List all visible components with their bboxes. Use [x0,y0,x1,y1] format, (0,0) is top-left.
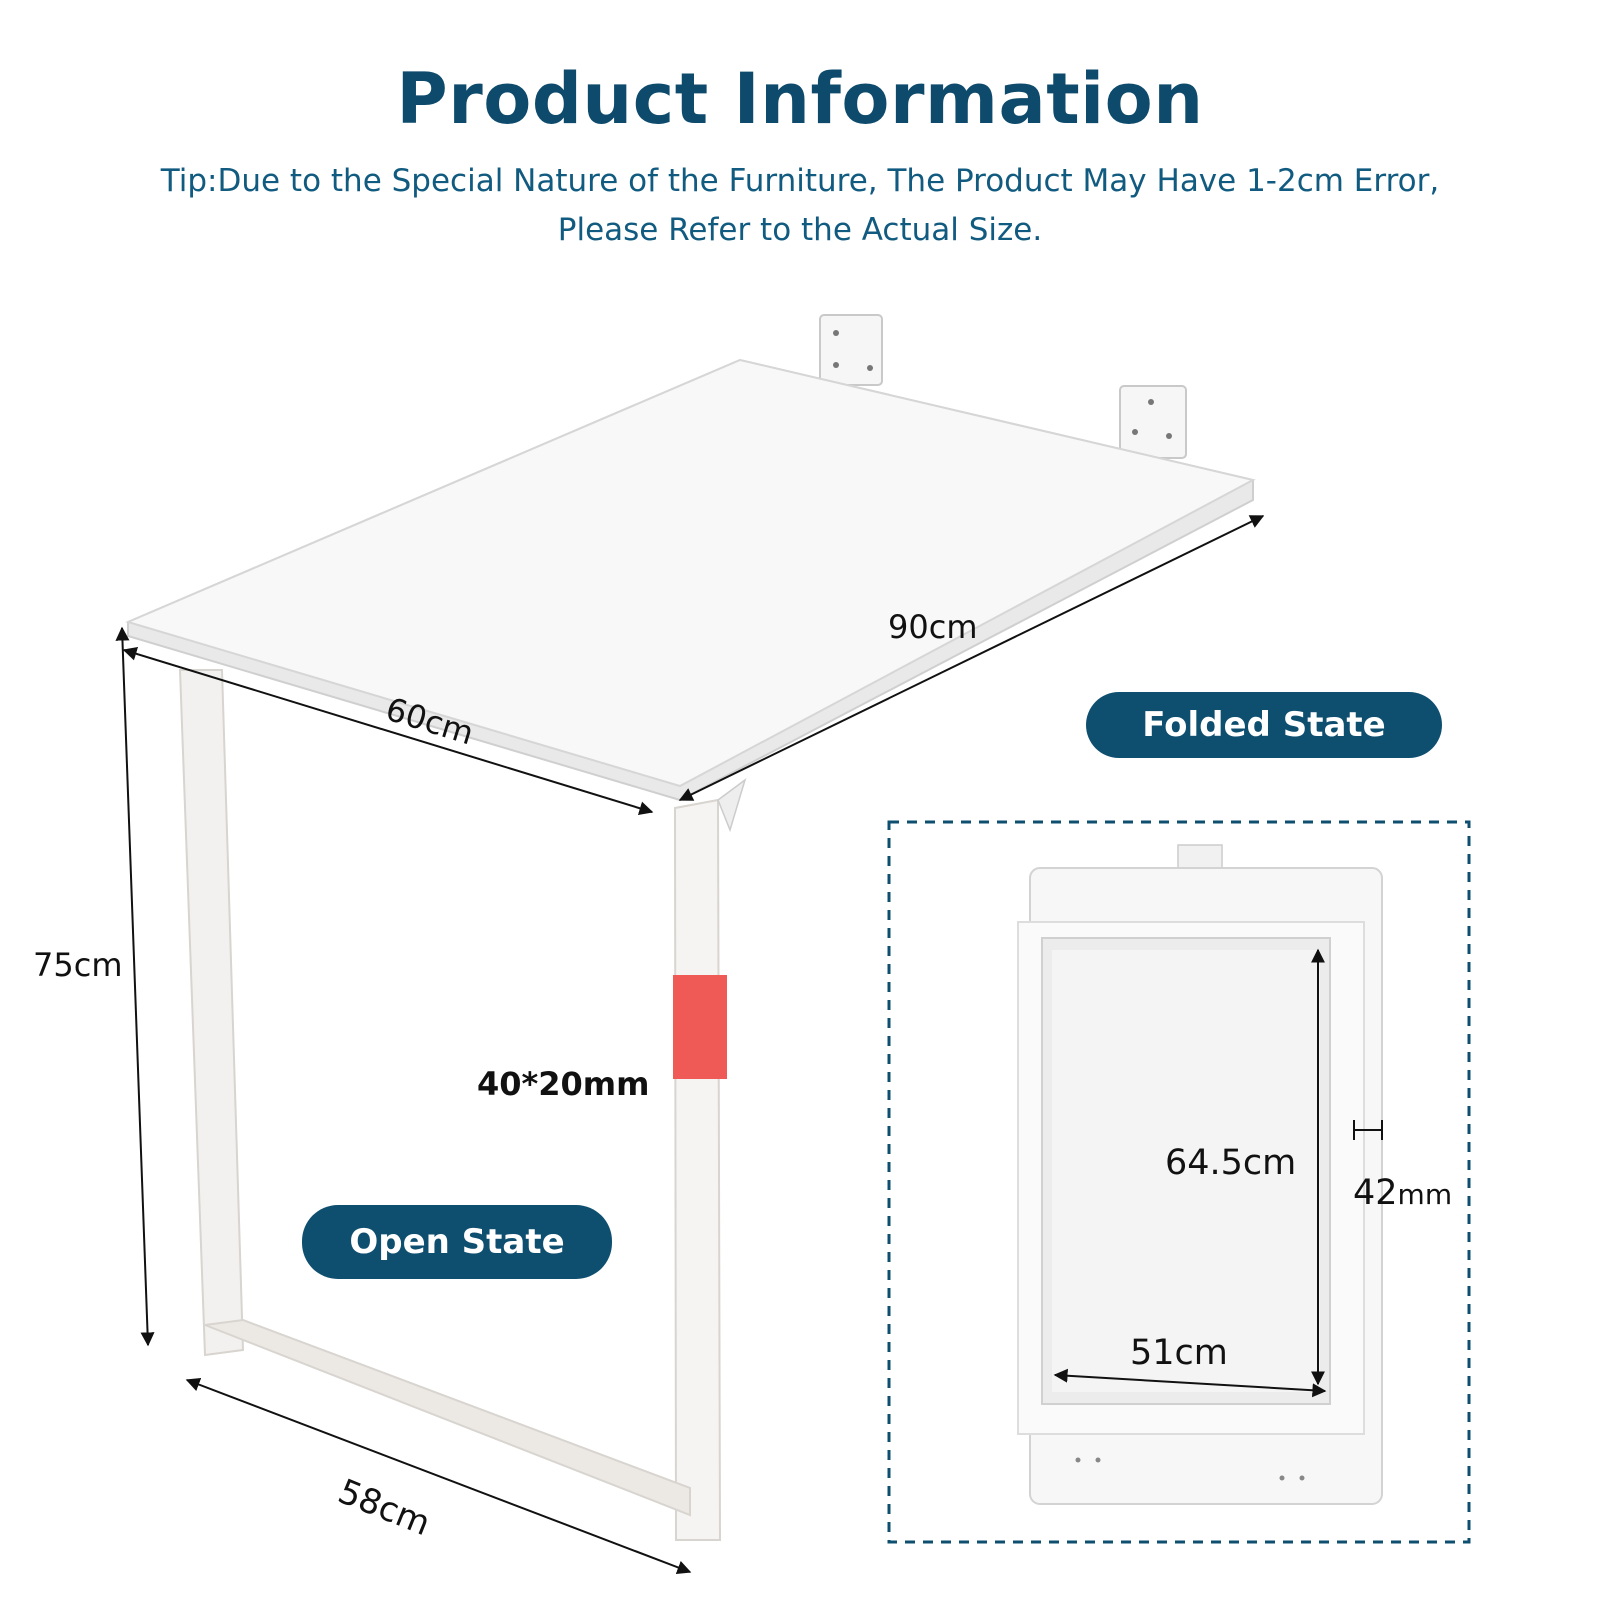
folded-state-label: Folded State [1086,692,1442,758]
wall-bracket-left [819,314,883,386]
folded-table [1017,844,1383,1505]
wall-bracket-right [1119,385,1187,459]
arrow-58cm [185,1377,692,1575]
tip-line-2: Please Refer to the Actual Size. [557,212,1043,248]
dimension-42mm: 42mm [1353,1173,1452,1213]
arrow-90cm [678,515,1265,801]
dimension-75cm: 75cm [33,946,123,984]
tube-highlight [673,975,727,1079]
thickness-marker [1353,1120,1383,1140]
dimension-51cm: 51cm [1130,1333,1228,1373]
tip-line-1: Tip:Due to the Special Nature of the Fur… [160,163,1440,199]
page-title: Product Information [396,58,1204,140]
open-state-label: Open State [302,1205,612,1279]
dimension-90cm: 90cm [888,608,978,646]
arrow-60cm [122,647,654,815]
folded-state-frame [887,820,1471,1544]
arrow-75cm [115,626,155,1347]
dimension-64-5cm: 64.5cm [1165,1143,1297,1183]
arrow-51cm [1053,1368,1327,1398]
table-top [125,358,1256,802]
dimension-tube: 40*20mm [477,1065,650,1103]
dimension-42mm-unit: mm [1397,1178,1453,1211]
dimension-42mm-value: 42 [1353,1173,1398,1213]
